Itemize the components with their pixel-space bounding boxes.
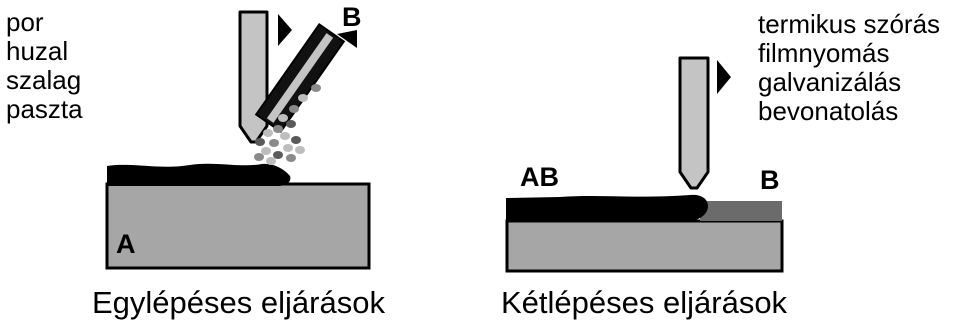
layer-b: [700, 201, 782, 221]
method-item: termikus szórás: [758, 9, 941, 39]
method-item: galvanizálás: [758, 67, 902, 97]
material-form-item: por: [6, 7, 44, 37]
direction-marker-right: [717, 60, 731, 94]
label-b-layer: B: [760, 165, 780, 195]
substrate-right: [505, 219, 784, 273]
layer-ab: [506, 194, 708, 221]
energy-source-tool-right: [678, 56, 710, 190]
caption-one-step: Egylépéses eljárások: [92, 285, 385, 320]
feed-marker-b: [337, 30, 357, 48]
label-a-substrate: A: [116, 229, 136, 259]
substrate-a: [105, 182, 371, 270]
material-forms-list: por huzal szalag paszta: [6, 8, 83, 124]
method-item: bevonatolás: [758, 96, 899, 126]
energy-source-tool-left: [238, 10, 269, 144]
methods-list: termikus szórás filmnyomás galvanizálás …: [758, 10, 940, 126]
particle-stream: [254, 84, 321, 165]
label-ab-coating: AB: [520, 162, 559, 192]
method-item: filmnyomás: [758, 38, 890, 68]
deposited-coating-left: [107, 163, 291, 186]
label-b-source: B: [342, 2, 362, 32]
direction-marker-left: [278, 14, 292, 46]
material-form-item: huzal: [6, 36, 69, 66]
material-feeder-nozzle: [254, 22, 346, 134]
caption-two-step: Kétlépéses eljárások: [501, 285, 788, 320]
material-form-item: paszta: [6, 94, 83, 124]
material-form-item: szalag: [6, 65, 82, 95]
